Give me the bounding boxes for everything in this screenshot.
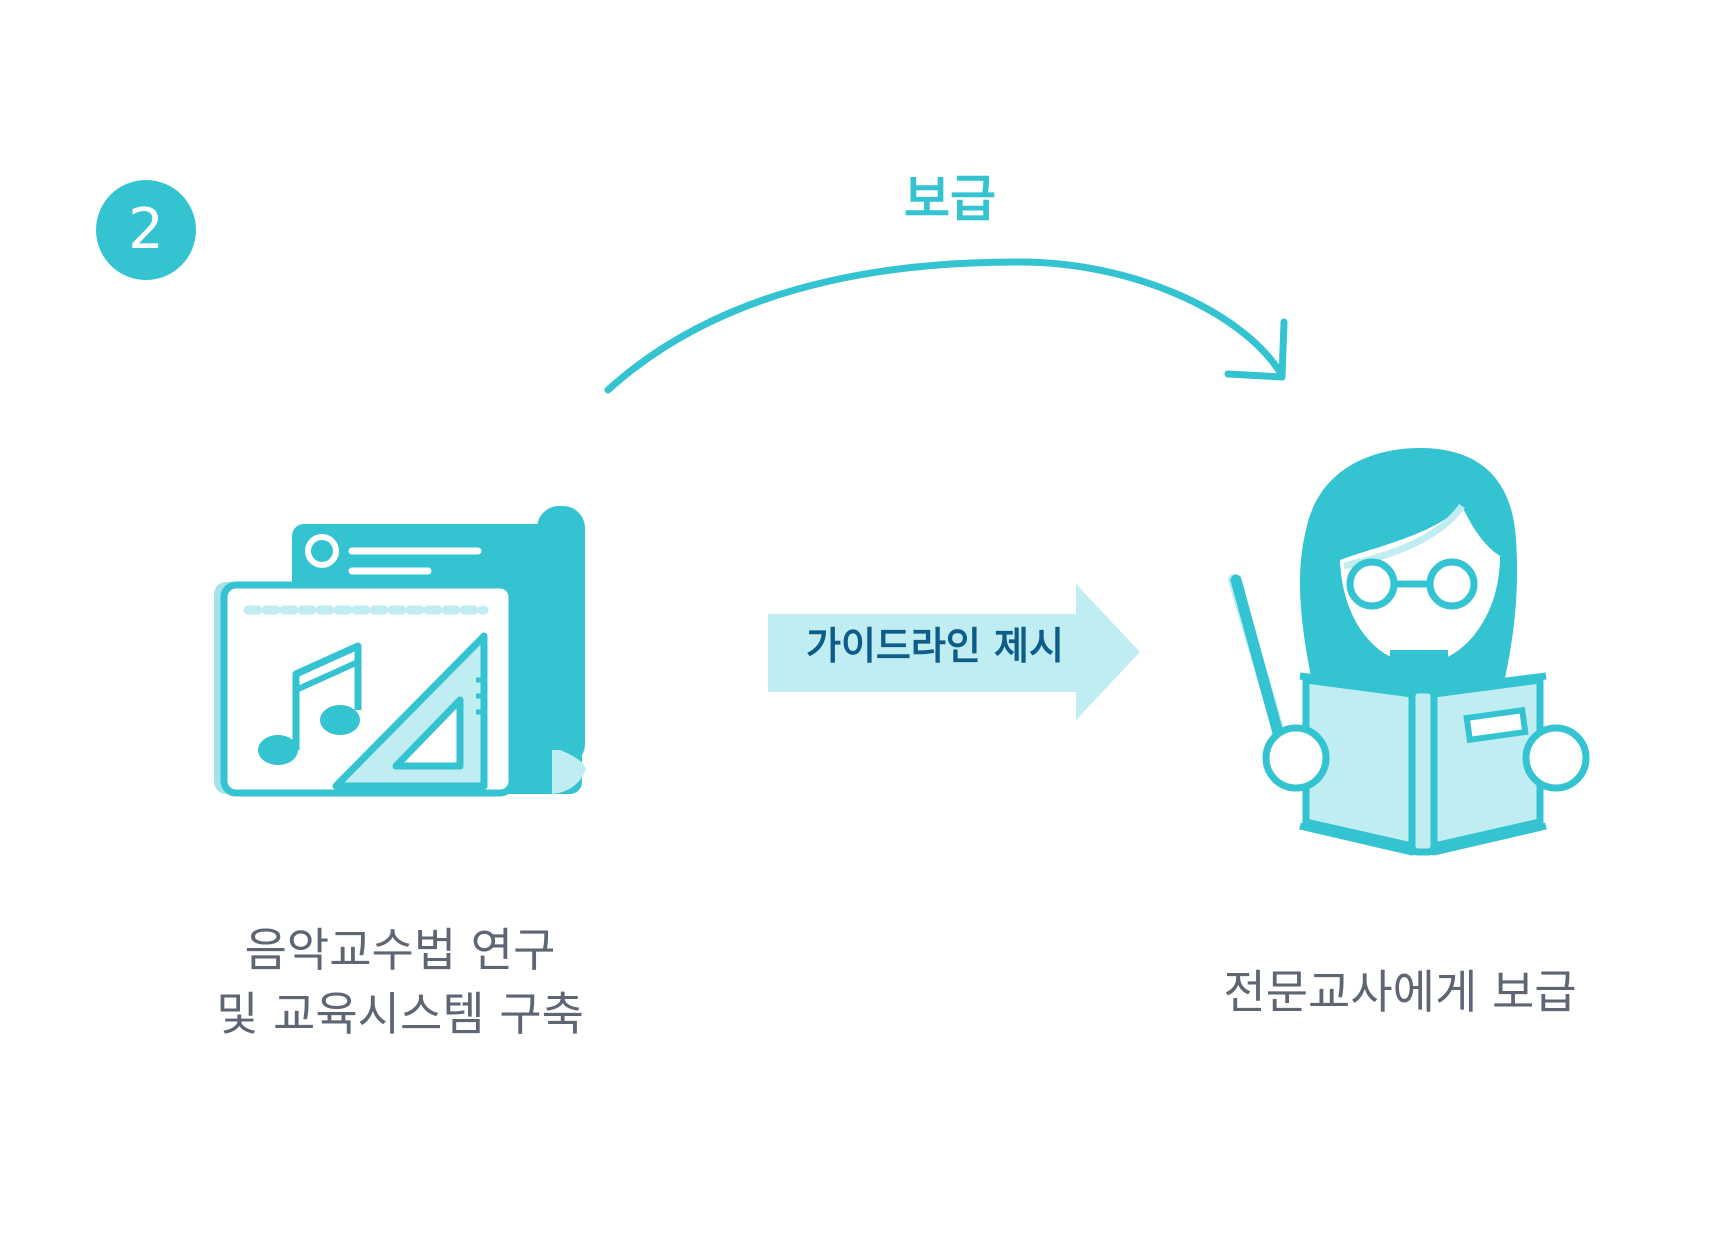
arrow-label: 가이드라인 제시 <box>806 624 1064 668</box>
curved-arrow-head <box>1224 318 1288 381</box>
right-caption: 전문교사에게 보급 <box>1140 960 1660 1024</box>
arc-label: 보급 <box>904 170 996 228</box>
right-caption-text: 전문교사에게 보급 <box>1223 965 1577 1019</box>
left-caption: 음악교수법 연구 및 교육시스템 구축 <box>140 918 660 1047</box>
left-caption-line2: 및 교육시스템 구축 <box>216 987 584 1042</box>
left-caption-line1: 음악교수법 연구 <box>244 923 556 977</box>
step-number: 2 <box>128 197 164 262</box>
block-arrow-shape <box>768 584 1140 720</box>
step-badge: 2 <box>96 180 196 280</box>
curved-arrow-path <box>604 258 1284 394</box>
